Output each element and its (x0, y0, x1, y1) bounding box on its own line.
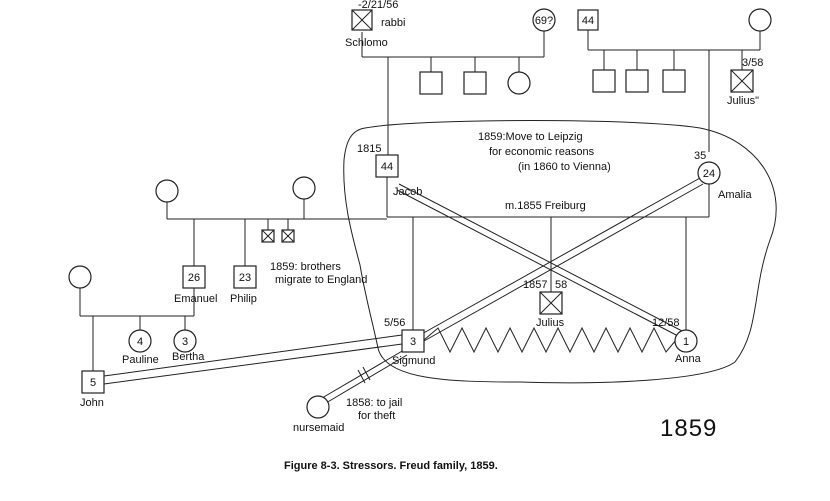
julius-uncle-date: 3/58 (742, 57, 763, 69)
julius-symbol (539, 291, 563, 315)
nursemaid-symbol (306, 395, 330, 419)
bertha-age: 3 (182, 336, 188, 348)
schlomo-date: -2/21/56 (358, 0, 398, 11)
deceased-sibling-2 (281, 229, 295, 243)
maternal-sibling-1 (592, 69, 616, 93)
sigmund-anna-conflict-line (423, 326, 677, 354)
julius-birth: 1857 (523, 279, 547, 291)
maternal-sibling-3 (662, 69, 686, 93)
amalia-birth: 35 (694, 150, 706, 162)
marriage-label: m.1855 Freiburg (505, 200, 586, 212)
bertha-symbol (173, 329, 197, 353)
jacob-first-wife-b (292, 176, 316, 200)
bertha-name: Bertha (172, 351, 205, 363)
jacob-name: Jacob (393, 186, 422, 198)
john-symbol (81, 370, 105, 394)
sigmund-birth: 5/56 (384, 317, 405, 329)
maternal-grandfather-age: 44 (582, 15, 594, 27)
move-note-line-1: 1859:Move to Leipzig (478, 131, 583, 143)
nursemaid-sigmund-band (321, 349, 408, 404)
jacob-first-wife-a (155, 179, 179, 203)
household-boundary (343, 120, 777, 384)
schlomo-symbol (351, 9, 373, 31)
deceased-sibling-1 (261, 229, 275, 243)
maternal-grandmother-symbol (748, 8, 772, 32)
julius-death: 58 (555, 279, 567, 291)
pauline-name: Pauline (122, 354, 159, 366)
julius-name: Julius (536, 317, 565, 329)
sigmund-age: 3 (410, 336, 416, 348)
jacob-birth: 1815 (357, 143, 381, 155)
maternal-sibling-2 (625, 69, 649, 93)
year-label: 1859 (660, 415, 717, 442)
jacob-age: 44 (381, 161, 393, 173)
anna-age: 1 (683, 336, 689, 348)
john-name: John (80, 397, 104, 409)
philip-symbol (233, 265, 257, 289)
anna-birth: 12/58 (652, 317, 680, 329)
jail-note-line-2: for theft (358, 410, 395, 422)
schlomo-role: rabbi (381, 17, 405, 29)
brothers-note-line-1: 1859: brothers (270, 261, 341, 273)
move-note-line-2: for economic reasons (489, 146, 595, 158)
emanuel-wife-symbol (68, 265, 92, 289)
pauline-age: 4 (137, 336, 143, 348)
philip-age: 23 (239, 272, 251, 284)
figure-caption: Figure 8-3. Stressors. Freud family, 185… (284, 460, 498, 472)
jacob-anna-band (396, 183, 685, 338)
grandmother-age: 69? (535, 15, 553, 27)
pauline-symbol (128, 329, 152, 353)
john-age: 5 (90, 377, 96, 389)
amalia-name: Amalia (718, 189, 753, 201)
emanuel-age: 26 (188, 272, 200, 284)
brothers-note-line-2: migrate to England (275, 274, 367, 286)
jail-note-line-1: 1858: to jail (346, 397, 402, 409)
john-sigmund-band (103, 334, 403, 385)
amalia-sigmund-band (419, 177, 704, 342)
philip-name: Philip (230, 293, 257, 305)
paternal-sibling-1 (419, 71, 443, 95)
paternal-sibling-2 (463, 71, 487, 95)
amalia-age: 24 (703, 168, 715, 180)
paternal-sibling-3 (507, 71, 531, 95)
move-note-line-3: (in 1860 to Vienna) (518, 161, 611, 173)
schlomo-name: Schlomo (345, 37, 388, 49)
sigmund-name: Sigmund (392, 355, 435, 367)
emanuel-name: Emanuel (174, 293, 217, 305)
anna-name: Anna (675, 353, 702, 365)
sigmund-symbol (401, 329, 425, 353)
nursemaid-name: nursemaid (293, 422, 344, 434)
julius-uncle-symbol (730, 69, 754, 93)
julius-uncle-name: Julius" (727, 95, 759, 107)
anna-symbol (674, 329, 698, 353)
